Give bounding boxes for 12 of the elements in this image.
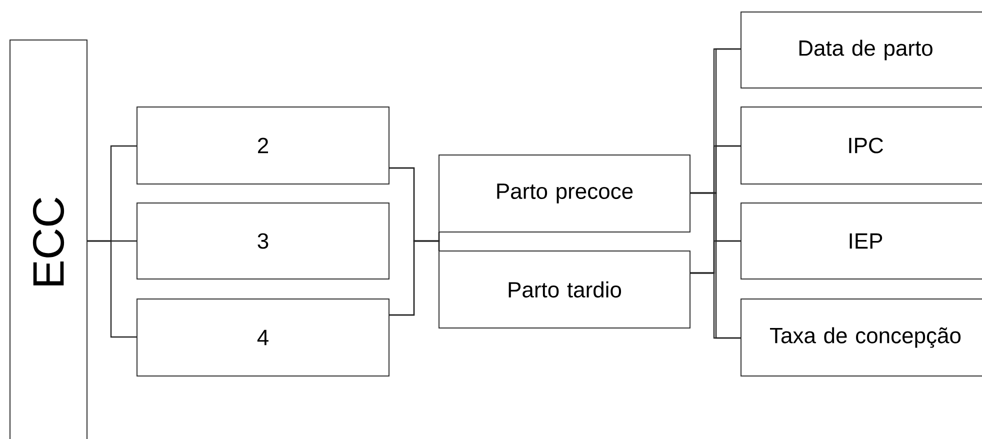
connector <box>690 272 741 339</box>
process-box: 3 <box>136 202 390 280</box>
process-box: Taxa de concepção <box>740 298 982 376</box>
process-box: Parto tardio <box>438 250 690 328</box>
process-box: Data de parto <box>740 12 982 88</box>
process-box: Parto precoce <box>438 154 690 232</box>
vertical-box: ECC <box>10 40 88 439</box>
process-box: 2 <box>136 106 390 184</box>
process-box: 4 <box>136 298 390 376</box>
process-box: IEP <box>740 202 982 280</box>
process-box: IPC <box>740 106 982 184</box>
connector <box>87 240 137 338</box>
